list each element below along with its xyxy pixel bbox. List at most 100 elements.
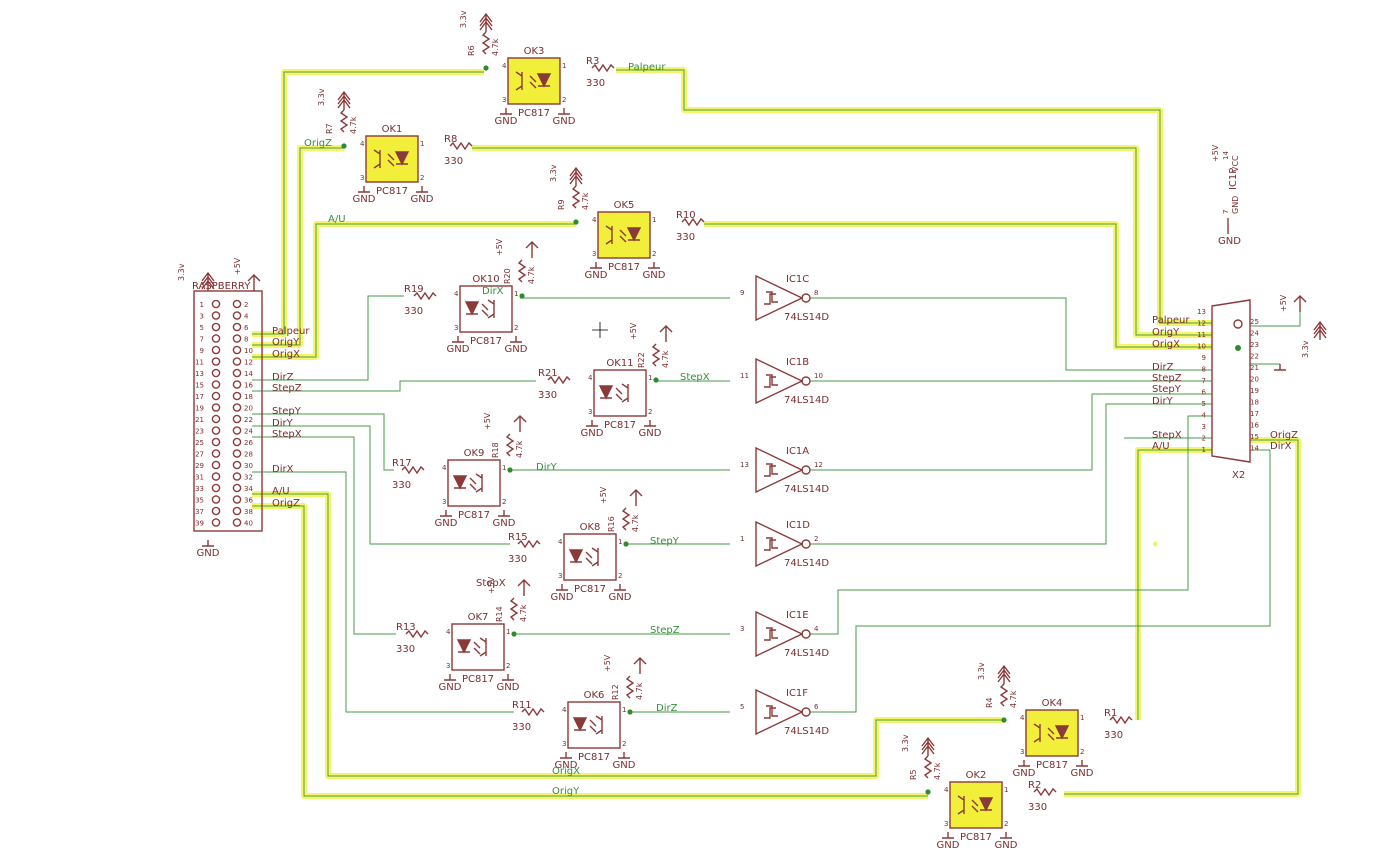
pin-number: 4 [558, 538, 563, 546]
net-label: DirZ [656, 703, 678, 714]
input-resistor [449, 141, 473, 151]
x2-pin-number: 18 [1250, 399, 1259, 407]
pin-number: 1 [420, 140, 424, 148]
pin-number: 3 [944, 820, 948, 828]
ground-label: GND [551, 592, 574, 603]
supply-label: 3.3v [977, 662, 986, 680]
resistor-name: R7 [325, 123, 334, 134]
pin-number: 4 [502, 62, 507, 70]
optocoupler-body [567, 701, 621, 749]
optocoupler-part: PC817 [604, 420, 636, 431]
raspberry-pin-number: 23 [195, 428, 204, 436]
led-icon [456, 639, 472, 654]
raspberry-pin-number: 40 [244, 520, 253, 528]
x2-pin-number: 13 [1197, 308, 1206, 316]
raspberry-pin [232, 518, 242, 527]
raspberry-pin [211, 506, 221, 516]
net-label: OrigX [552, 766, 580, 777]
resistor-value: 4.7k [635, 682, 644, 700]
pin-number: 1 [1080, 714, 1084, 722]
x2-signal-label: StepY [1152, 384, 1182, 395]
x2-signal-label: DirX [1270, 441, 1292, 452]
ground-icon [558, 108, 570, 115]
optocoupler-body [451, 623, 505, 671]
pin-number: 2 [506, 662, 510, 670]
resistor-value: 4.7k [933, 762, 942, 780]
supply-arrow-icon [569, 166, 583, 186]
raspberry-pin-number: 26 [244, 439, 253, 447]
net-au-rpi [252, 223, 576, 358]
pin-number: 1 [622, 706, 626, 714]
net-origy-bottom [252, 505, 928, 797]
plus5-arrow-icon [247, 274, 261, 291]
net-origx-bottom [252, 493, 1004, 777]
ground-icon [502, 674, 514, 681]
ground-label: GND [493, 518, 516, 529]
resistor-value: 330 [404, 306, 423, 317]
pin-number: 2 [420, 174, 424, 182]
resistor-name: R17 [392, 458, 412, 469]
raspberry-pin-number: 3 [200, 313, 204, 321]
raspberry-header-label: RASPBERRY [192, 281, 251, 292]
optocoupler-body [447, 459, 501, 507]
net-origz-x2 [472, 147, 1212, 336]
raspberry-signal-label: StepZ [272, 383, 302, 394]
optocoupler-name: OK9 [464, 448, 485, 459]
crosshair-cursor-icon [592, 322, 608, 338]
pin-number: 3 [558, 572, 562, 580]
raspberry-signal-label: DirX [272, 464, 294, 475]
inverter-name: IC1C [786, 274, 809, 285]
raspberry-pin [232, 345, 242, 355]
optocoupler-name: OK1 [382, 124, 403, 135]
net-stepy-rpi [252, 425, 510, 545]
junction-dot [573, 219, 579, 225]
raspberry-pin-number: 19 [195, 405, 204, 413]
ground-label: GND [1013, 768, 1036, 779]
optocoupler-name: OK8 [580, 522, 601, 533]
resistor-name: R9 [557, 199, 566, 210]
x2-pin-number: 11 [1197, 331, 1206, 339]
net-dirz-rpi [252, 471, 514, 713]
junction-dot [623, 541, 629, 547]
ground-icon [560, 752, 572, 759]
resistor-name: R10 [676, 210, 696, 221]
supply-label: +5V [483, 412, 492, 430]
x2-pin-number: 9 [1202, 354, 1206, 362]
input-resistor [1033, 787, 1057, 797]
raspberry-pin [232, 311, 242, 320]
raspberry-pin [232, 449, 242, 458]
resistor-value: 4.7k [661, 350, 670, 368]
inverter-part: 74LS14D [784, 395, 829, 406]
ground-label: GND [197, 548, 220, 559]
resistor-value: 330 [1104, 730, 1123, 741]
resistor-value: 4.7k [349, 116, 358, 134]
net-dirz-x2 [810, 449, 1271, 713]
ground-label: GND [639, 428, 662, 439]
supply-arrow-icon [921, 736, 935, 756]
schmitt-icon [764, 537, 778, 551]
ground-icon [500, 108, 512, 115]
input-resistor [547, 375, 571, 385]
pin-number: 3 [588, 408, 592, 416]
pullup-resistor [571, 185, 581, 209]
power-label: +5V [233, 257, 242, 275]
raspberry-pin-number: 8 [244, 336, 248, 344]
raspberry-pin [232, 403, 242, 412]
optocoupler-part: PC817 [470, 336, 502, 347]
net-stepx-rpi [252, 380, 536, 392]
ground-label: GND [1218, 236, 1241, 247]
junction-dot [653, 377, 659, 383]
net-origy-x2-highlight [1064, 437, 1301, 797]
phototransistor-icon [591, 547, 599, 567]
ground-icon [648, 262, 660, 269]
resistor-value: 330 [538, 390, 557, 401]
pin-number: 2 [618, 572, 622, 580]
pin-label: VCC [1231, 155, 1240, 172]
raspberry-pin-number: 5 [200, 324, 204, 332]
raspberry-pin [232, 506, 242, 516]
raspberry-pin [232, 483, 242, 493]
raspberry-pin-number: 11 [195, 359, 204, 367]
x2-pin [1235, 345, 1241, 351]
pin-number: 4 [442, 464, 447, 472]
pin-number: 4 [814, 625, 819, 633]
